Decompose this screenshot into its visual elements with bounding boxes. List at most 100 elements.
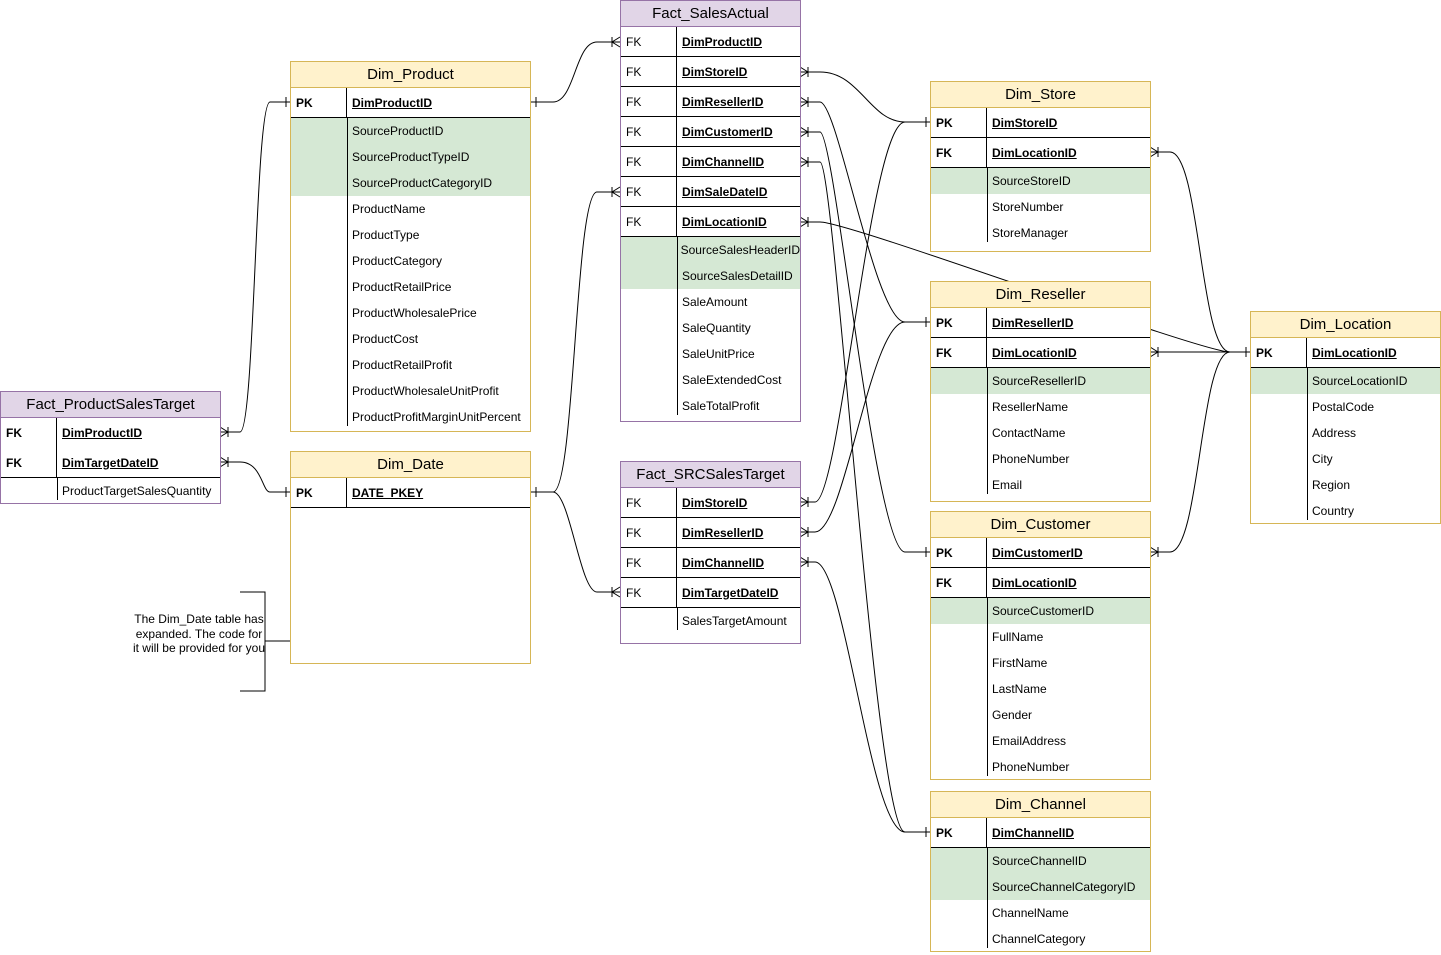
field-row[interactable]: Email <box>931 472 1150 498</box>
source-field-row[interactable]: SourceProductID <box>291 118 530 144</box>
field-name: SourceSalesDetailID <box>682 269 793 283</box>
source-field-row[interactable]: SourceChannelID <box>931 848 1150 874</box>
field-row[interactable]: SaleUnitPrice <box>621 341 800 367</box>
key-column-blank <box>931 702 987 728</box>
key-column-blank <box>291 144 347 170</box>
field-row[interactable]: StoreNumber <box>931 194 1150 220</box>
field-row[interactable]: PhoneNumber <box>931 446 1150 472</box>
field-row[interactable]: PhoneNumber <box>931 754 1150 780</box>
source-field-row[interactable]: SourceStoreID <box>931 168 1150 194</box>
source-field-row[interactable]: SourceSalesHeaderID <box>621 237 800 263</box>
field-name: ContactName <box>992 426 1066 440</box>
field-row[interactable]: ProductWholesaleUnitProfit <box>291 378 530 404</box>
field-name: ProductType <box>352 228 420 242</box>
field-row[interactable]: PostalCode <box>1251 394 1440 420</box>
field-row[interactable]: Gender <box>931 702 1150 728</box>
field-row[interactable]: SalesTargetAmount <box>621 608 800 634</box>
key-column-blank <box>291 404 347 430</box>
key-column-blank <box>931 676 987 702</box>
source-field-row[interactable]: SourceCustomerID <box>931 598 1150 624</box>
field-row[interactable]: SaleExtendedCost <box>621 367 800 393</box>
field-row[interactable]: ProductCost <box>291 326 530 352</box>
source-field-row[interactable]: SourceProductTypeID <box>291 144 530 170</box>
key-type: PK <box>291 478 347 507</box>
field-row[interactable]: ChannelName <box>931 900 1150 926</box>
source-field-row[interactable]: SourceResellerID <box>931 368 1150 394</box>
field-row[interactable]: ProductRetailProfit <box>291 352 530 378</box>
field-row[interactable]: ProductWholesalePrice <box>291 300 530 326</box>
field-row[interactable]: LastName <box>931 676 1150 702</box>
key-field-name: DimResellerID <box>992 315 1074 330</box>
field-row[interactable]: ProductProfitMarginUnitPercent <box>291 404 530 430</box>
key-column-blank <box>1251 394 1307 420</box>
field-row[interactable]: FullName <box>931 624 1150 650</box>
source-field-row[interactable]: SourceProductCategoryID <box>291 170 530 196</box>
field-row[interactable]: ProductName <box>291 196 530 222</box>
table-title: Fact_SRCSalesTarget <box>621 462 800 488</box>
field-row[interactable]: EmailAddress <box>931 728 1150 754</box>
field-row[interactable]: ProductCategory <box>291 248 530 274</box>
field-row[interactable]: FirstName <box>931 650 1150 676</box>
field-row[interactable]: Region <box>1251 472 1440 498</box>
field-row[interactable]: ChannelCategory <box>931 926 1150 952</box>
field-row[interactable]: StoreManager <box>931 220 1150 246</box>
key-column-blank <box>291 196 347 222</box>
source-field-row[interactable]: SourceLocationID <box>1251 368 1440 394</box>
field-name: ProductProfitMarginUnitPercent <box>352 410 521 424</box>
table-title: Dim_Product <box>291 62 530 88</box>
key-column-blank <box>621 608 677 634</box>
field-row[interactable]: ResellerName <box>931 394 1150 420</box>
field-row[interactable]: Address <box>1251 420 1440 446</box>
key-column-blank <box>621 263 677 289</box>
field-row[interactable]: ProductType <box>291 222 530 248</box>
field-row[interactable]: City <box>1251 446 1440 472</box>
field-row[interactable]: ProductRetailPrice <box>291 274 530 300</box>
field-row[interactable]: ProductTargetSalesQuantity <box>1 478 220 504</box>
field-name: ProductName <box>352 202 426 216</box>
field-name: SaleTotalProfit <box>682 399 760 413</box>
table-title: Dim_Store <box>931 82 1150 108</box>
source-field-row[interactable]: SourceSalesDetailID <box>621 263 800 289</box>
source-field-row[interactable]: SourceChannelCategoryID <box>931 874 1150 900</box>
field-row[interactable]: SaleQuantity <box>621 315 800 341</box>
key-column-divider <box>347 118 348 426</box>
field-row[interactable]: SaleAmount <box>621 289 800 315</box>
field-row[interactable]: Country <box>1251 498 1440 524</box>
field-row[interactable]: SaleTotalProfit <box>621 393 800 419</box>
field-row[interactable]: ContactName <box>931 420 1150 446</box>
